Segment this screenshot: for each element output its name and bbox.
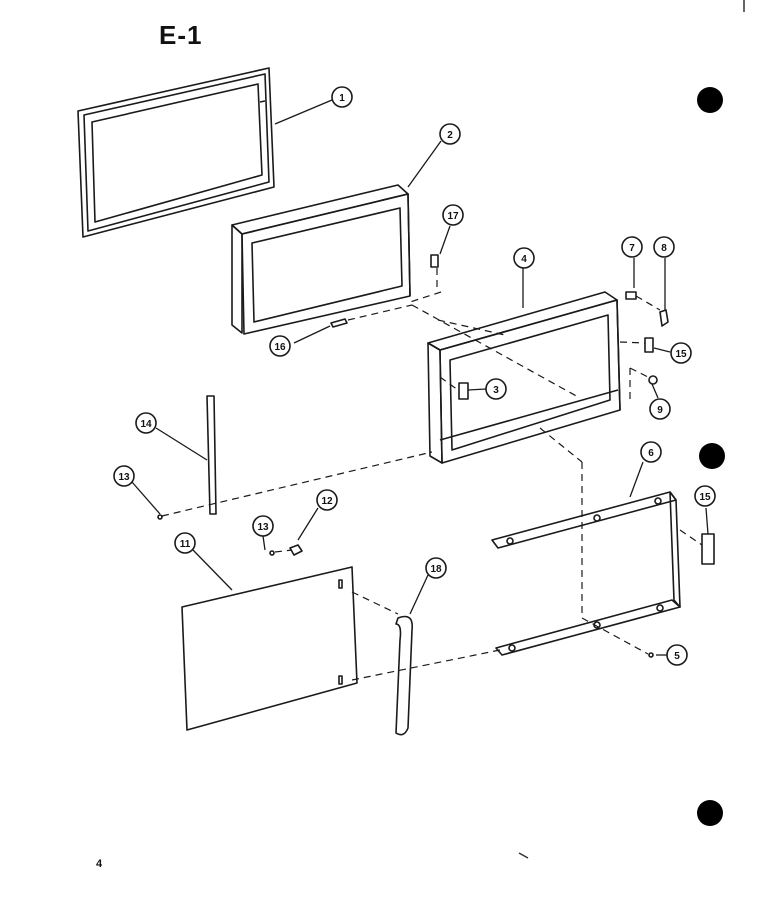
callout-14: 14 (135, 412, 157, 434)
callout-12: 12 (316, 489, 338, 511)
callout-1: 1 (331, 86, 353, 108)
part-11-door-sheet (181, 566, 358, 731)
page-number: 4 (96, 858, 103, 870)
callout-18: 18 (425, 557, 447, 579)
callout-6: 6 (640, 441, 662, 463)
part-4-door-panel (427, 291, 621, 464)
part-2-choke-frame (231, 184, 411, 335)
callout-11: 11 (174, 532, 196, 554)
part-18-handle (395, 615, 414, 736)
callout-13-right: 13 (252, 515, 274, 537)
svg-text:4: 4 (521, 254, 527, 265)
svg-text:12: 12 (321, 496, 333, 507)
callout-15-bottom: 15 (694, 485, 716, 507)
svg-text:11: 11 (180, 539, 191, 550)
svg-text:3: 3 (493, 385, 499, 396)
svg-text:6: 6 (648, 448, 654, 459)
part-14-rod (206, 395, 217, 515)
scan-marks (518, 0, 745, 859)
part-1-door-frame (77, 67, 275, 238)
svg-text:14: 14 (140, 419, 152, 430)
callout-13-left: 13 (113, 465, 135, 487)
callout-7: 7 (621, 236, 643, 258)
svg-text:13: 13 (118, 472, 130, 483)
callout-15-top: 15 (670, 342, 692, 364)
callout-9: 9 (649, 398, 671, 420)
callout-3: 3 (485, 378, 507, 400)
svg-text:1: 1 (339, 93, 345, 104)
callout-2: 2 (439, 123, 461, 145)
svg-text:13: 13 (257, 522, 269, 533)
svg-text:18: 18 (430, 564, 442, 575)
leader-lines (131, 99, 709, 656)
part-6-door-track (491, 491, 681, 656)
callout-markers: 1 2 17 4 7 8 15 9 16 3 14 6 13 15 12 13 … (113, 86, 716, 666)
svg-text:2: 2 (447, 130, 453, 141)
svg-text:7: 7 (629, 243, 635, 254)
callout-16-top: 16 (269, 335, 291, 357)
svg-text:17: 17 (447, 211, 459, 222)
svg-text:15: 15 (699, 492, 711, 503)
svg-text:8: 8 (661, 243, 667, 254)
callout-17: 17 (442, 204, 464, 226)
callout-5: 5 (666, 644, 688, 666)
svg-text:5: 5 (674, 651, 680, 662)
diagram-title: E-1 (159, 20, 203, 50)
callout-4: 4 (513, 247, 535, 269)
svg-text:15: 15 (675, 349, 687, 360)
binder-holes (697, 87, 725, 826)
assembly-lines (161, 268, 703, 681)
callout-8: 8 (653, 236, 675, 258)
svg-text:16: 16 (274, 342, 286, 353)
svg-text:9: 9 (657, 405, 663, 416)
